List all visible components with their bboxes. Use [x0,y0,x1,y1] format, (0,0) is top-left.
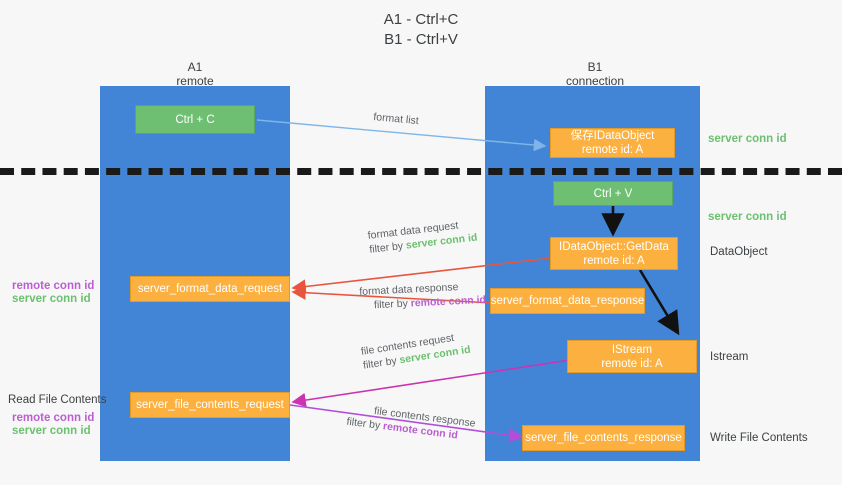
node-getdata-line-1: IDataObject::GetData [559,240,669,253]
edge-label-fdresp-bold: remote conn id [410,293,487,310]
edge-label-format-data-response: format data response filter by remote co… [359,279,486,313]
edge-label-format-list-text: format list [372,110,420,128]
node-ctrl-v-label: Ctrl + V [593,187,633,200]
column-header-a1-name: A1 [187,60,203,74]
node-istream-line-1: IStream [611,343,653,356]
side-label-server-conn-id-2: server conn id [708,211,787,223]
title-line-1: A1 - Ctrl+C [383,11,459,28]
edge-label-file-contents-request: file contents request filter by server c… [360,329,472,373]
side-label-server-conn-id-low: server conn id [12,425,91,437]
node-ctrl-c-label: Ctrl + C [175,113,215,126]
node-server-file-contents-request-label: server_file_contents_request [136,399,284,411]
edge-label-file-contents-response: file contents response filter by remote … [346,404,476,445]
side-label-server-conn-id-1: server conn id [708,133,787,145]
title-line-2: B1 - Ctrl+V [384,31,458,48]
node-server-format-data-request-label: server_format_data_request [137,283,283,295]
node-istream-line-2: remote id: A [601,357,663,370]
diagram-title: A1 - Ctrl+C B1 - Ctrl+V [0,10,842,50]
edge-label-fcreq-prefix: filter by [362,354,401,372]
side-label-write-file-contents: Write File Contents [710,432,808,444]
node-server-file-contents-response-label: server_file_contents_response [525,432,682,444]
column-header-a1: A1 remote [125,60,265,88]
node-getdata-line-2: remote id: A [583,254,645,267]
node-idataobject-line-1: 保存IDataObject [570,130,655,142]
node-idataobject-line-2: remote id: A [581,144,644,156]
node-server-file-contents-response[interactable]: server_file_contents_response [522,425,685,451]
column-header-b1-sub: connection [565,74,625,88]
node-server-format-data-response-label: server_format_data_response [490,295,645,307]
side-label-server-conn-id-mid: server conn id [12,293,91,305]
node-server-file-contents-request[interactable]: server_file_contents_request [130,392,290,418]
side-label-remote-conn-id-low: remote conn id [12,412,95,424]
side-label-istream: Istream [710,351,749,363]
side-label-dataobject: DataObject [710,246,768,258]
edge-label-format-list: format list [373,110,420,128]
side-label-read-file-contents: Read File Contents [8,394,107,406]
node-ctrl-c[interactable]: Ctrl + C [135,105,255,134]
node-ctrl-v[interactable]: Ctrl + V [553,181,673,206]
column-header-b1-name: B1 [587,60,603,74]
edge-label-fdresp-prefix: filter by [373,297,412,312]
node-istream[interactable]: IStream remote id: A [567,340,697,373]
side-label-remote-conn-id-mid: remote conn id [12,280,95,292]
edge-label-fdreq-prefix: filter by [368,239,407,256]
node-server-format-data-response[interactable]: server_format_data_response [490,288,645,314]
node-getdata[interactable]: IDataObject::GetData remote id: A [550,237,678,270]
node-server-format-data-request[interactable]: server_format_data_request [130,276,290,302]
phase-divider [0,168,842,175]
node-idataobject[interactable]: 保存IDataObject remote id: A [550,128,675,158]
column-header-a1-sub: remote [176,74,214,88]
column-header-b1: B1 connection [525,60,665,88]
edge-label-format-data-request: format data request filter by server con… [367,217,478,257]
edge-label-fcresp-prefix: filter by [345,415,384,433]
